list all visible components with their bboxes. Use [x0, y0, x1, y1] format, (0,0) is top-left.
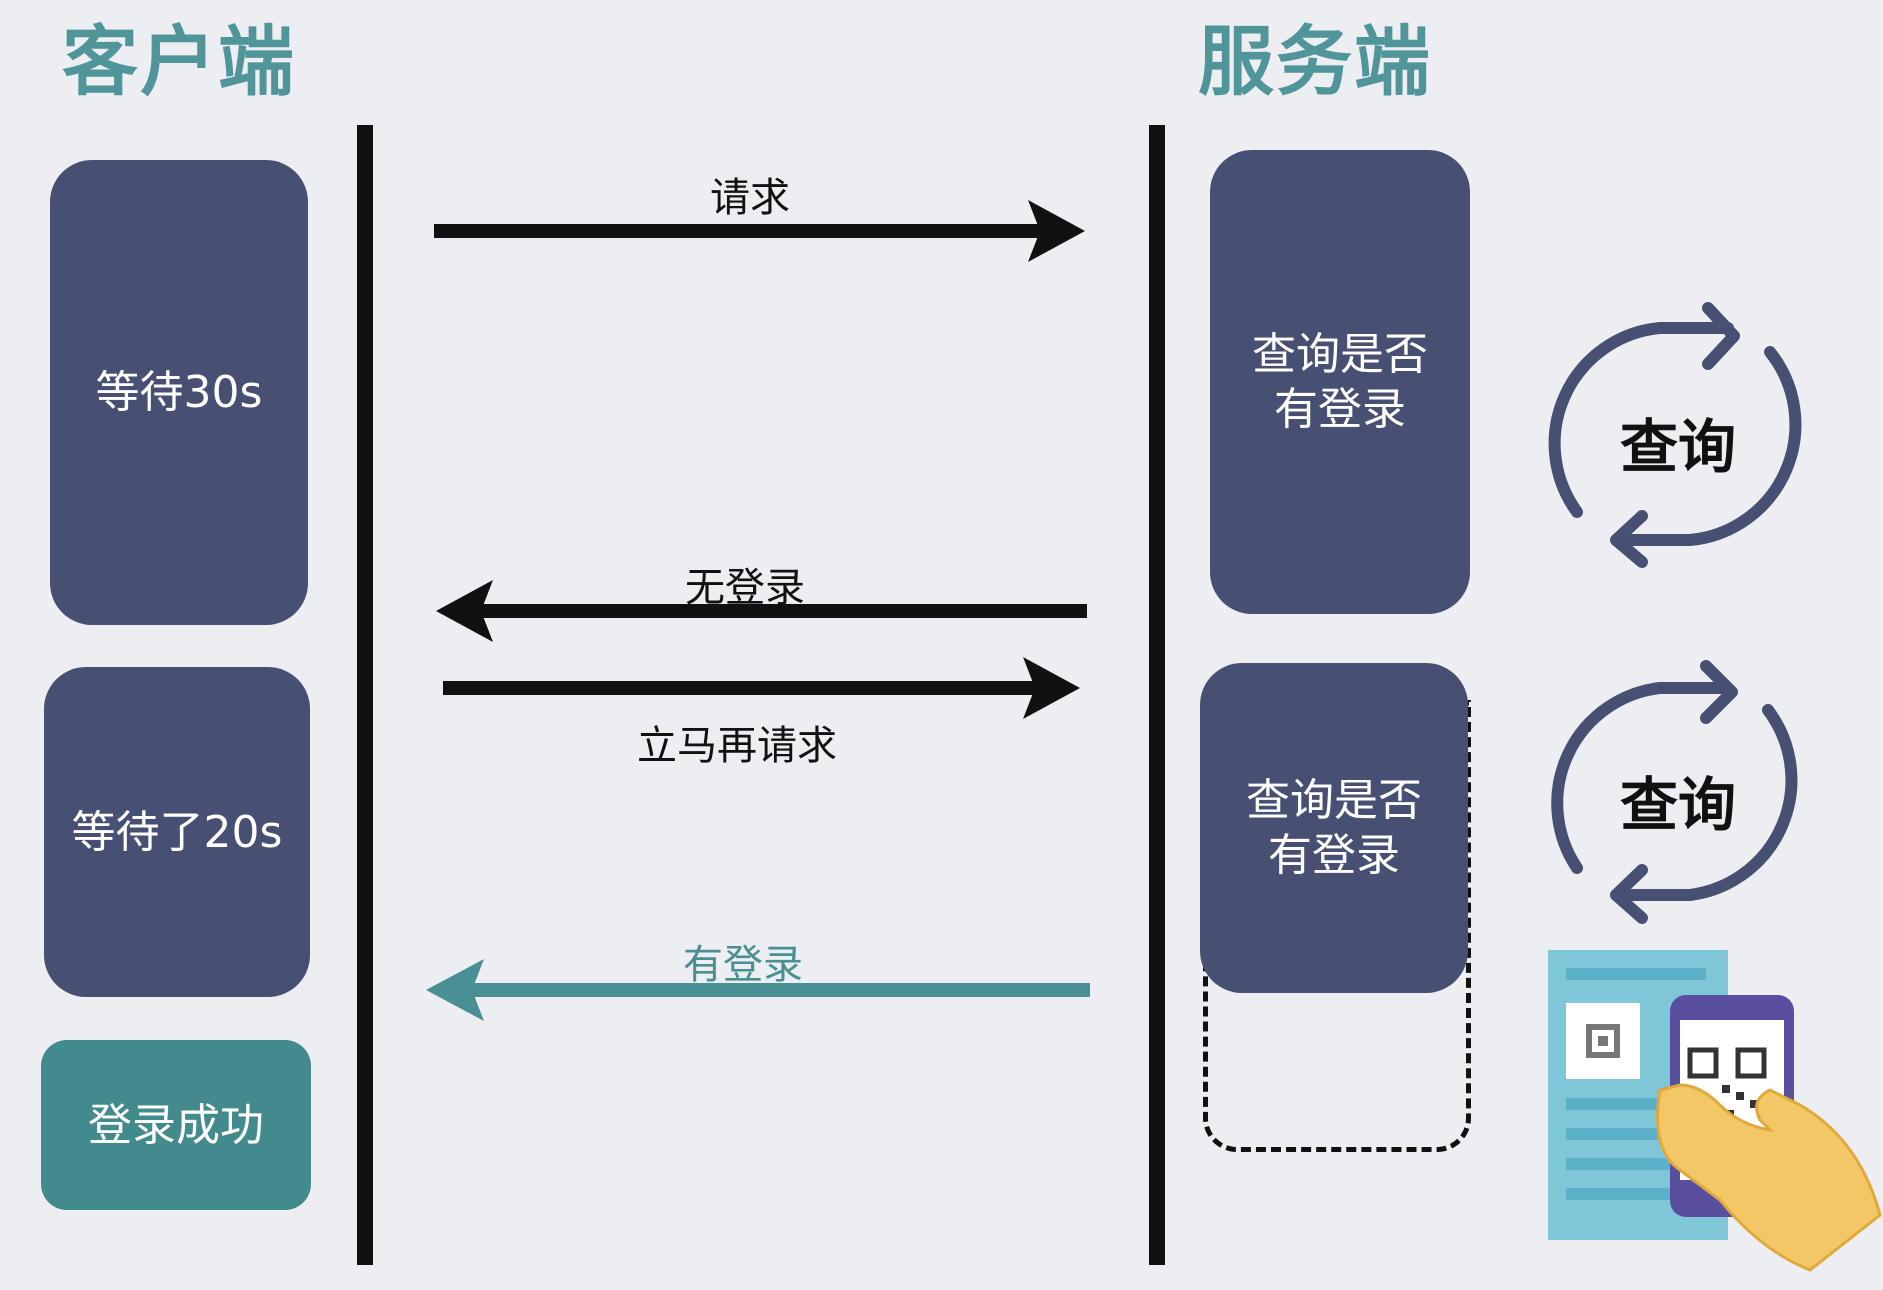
request-arrow-label: 请求: [710, 175, 790, 221]
query-cycle-label-1: 查询: [1619, 413, 1736, 481]
client-login-success-box: 登录成功: [41, 1040, 311, 1210]
server-query-box-2: 查询是否 有登录: [1200, 663, 1468, 993]
client-wait-30s-box: 等待30s: [50, 160, 308, 625]
request-arrow: [434, 200, 1085, 262]
re-request-arrow-label: 立马再请求: [637, 723, 837, 769]
client-lane-line: [357, 125, 373, 1265]
server-header: 服务端: [1198, 17, 1432, 106]
client-wait-20s-label: 等待了20s: [71, 806, 283, 858]
client-wait-20s-box: 等待了20s: [44, 667, 310, 997]
has-login-arrow: [426, 959, 1090, 1021]
query-cycle-icon-2: [1551, 660, 1798, 924]
client-login-success-label: 登录成功: [88, 1099, 264, 1151]
server-query-label-1: 查询是否 有登录: [1252, 329, 1428, 435]
server-query-label-2: 查询是否 有登录: [1246, 775, 1422, 881]
no-login-arrow-label: 无登录: [685, 565, 805, 611]
server-lane-line: [1149, 125, 1165, 1265]
qr-scan-illustration: [1548, 950, 1882, 1272]
query-cycle-icon-1: [1548, 302, 1802, 568]
server-query-box-1: 查询是否 有登录: [1210, 150, 1470, 614]
has-login-arrow-label: 有登录: [683, 942, 803, 988]
no-login-arrow: [436, 580, 1087, 642]
query-cycle-label-2: 查询: [1619, 771, 1736, 839]
re-request-arrow: [443, 657, 1080, 719]
client-header: 客户端: [62, 17, 296, 106]
client-wait-30s-label: 等待30s: [95, 367, 263, 418]
